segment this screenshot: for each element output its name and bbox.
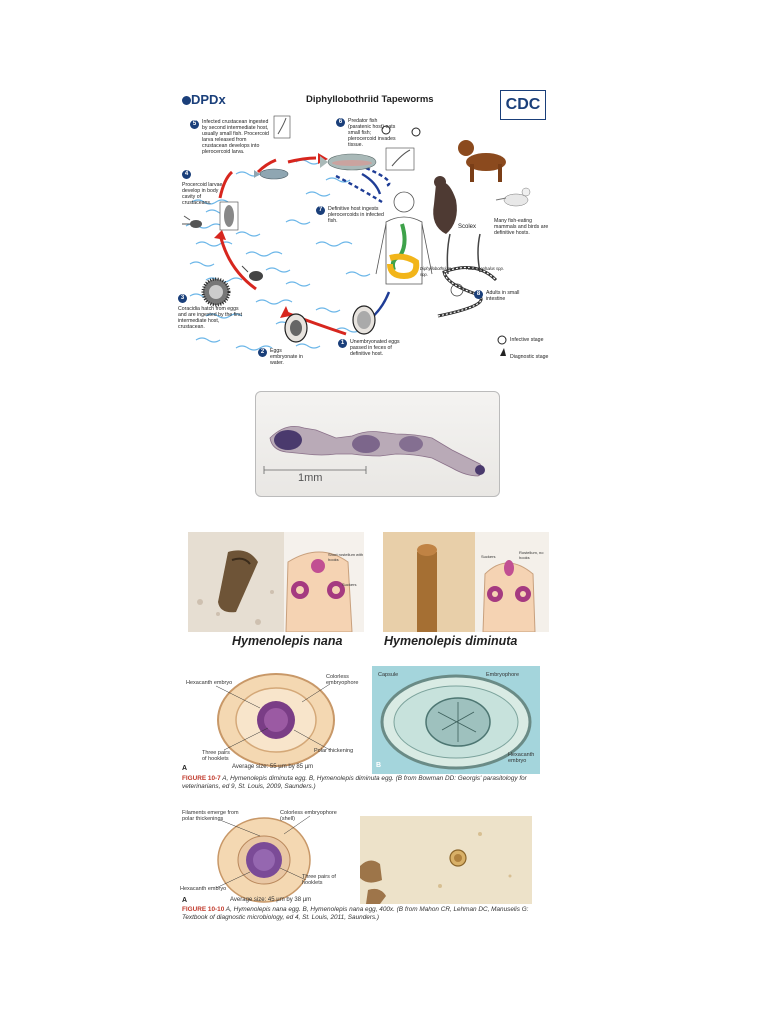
scale-bar-label: 1mm bbox=[298, 472, 323, 484]
step-1-text: Unembryonated eggs passed in feces of de… bbox=[350, 339, 400, 357]
crustacean bbox=[241, 265, 263, 281]
lifecycle-title: Diphyllobothriid Tapeworms bbox=[306, 94, 434, 105]
nana-colorless-embryophore-label: Colorless embryophore (shell) bbox=[280, 810, 337, 822]
dog bbox=[458, 140, 506, 182]
step-5-marker: 5 bbox=[190, 120, 199, 129]
nana-size-label: Average size: 45 µm by 38 µm bbox=[230, 897, 312, 903]
h-diminuta-egg-diagram: Hexacanth embryo Colorless embryophore T… bbox=[180, 666, 372, 774]
h-diminuta-rostellum-label: Rostellum, no hooks bbox=[519, 550, 544, 560]
diminuta-panel-b: B bbox=[376, 762, 382, 769]
scolex-b-label: Adenocephalus spp. bbox=[466, 266, 504, 271]
gull bbox=[495, 187, 531, 207]
filaments-label: Filaments emerge from polar thickenings bbox=[182, 810, 239, 822]
unembryonated-egg bbox=[352, 305, 376, 335]
figure-10-10-text: A, Hymenolepis nana egg. B, Hymenolepis … bbox=[182, 906, 529, 921]
nana-hooklets-label: Three pairs of hooklets bbox=[302, 874, 336, 886]
lifecycle-artwork bbox=[182, 115, 531, 356]
h-nana-scolex-art bbox=[188, 532, 353, 633]
step-7-text: Definitive host ingests plerocercoids in… bbox=[328, 206, 384, 224]
step-6-marker: 6 bbox=[336, 118, 345, 127]
h-nana-egg-diagram: Filaments emerge from polar thickenings … bbox=[180, 808, 356, 908]
h-diminuta-egg-art bbox=[215, 673, 335, 767]
dashed-arrow-7 bbox=[365, 166, 391, 188]
legend-infective: Infective stage bbox=[510, 337, 544, 343]
scolex-a-label: Diphyllobothrium spp. bbox=[420, 266, 452, 277]
copepod bbox=[182, 215, 202, 228]
water-waves bbox=[185, 159, 373, 351]
predator-fish bbox=[320, 153, 377, 171]
step-2-marker: 2 bbox=[258, 348, 267, 357]
colorless-embryophore-label: Colorless embryophore bbox=[326, 674, 359, 686]
capsule-label: Capsule bbox=[378, 672, 399, 678]
figure-10-10-number: FIGURE 10-10 bbox=[182, 906, 225, 913]
h-nana-egg-art bbox=[215, 815, 311, 903]
step-5-text: Infected crustacean ingested by second i… bbox=[202, 119, 269, 155]
h-diminuta-scolex-art bbox=[383, 532, 536, 633]
diminuta-panel-a: A bbox=[182, 765, 188, 772]
step-6-text: Predator fish (paratenic host) eats smal… bbox=[348, 118, 396, 148]
polar-thickening-label: Polar thickening bbox=[314, 748, 354, 754]
step-3-marker: 3 bbox=[178, 294, 187, 303]
hexacanth-b-label: Hexacanth embryo bbox=[508, 752, 535, 764]
diminuta-size-label: Average size: 55 µm by 85 µm bbox=[232, 764, 314, 770]
h-nana-scolex-panel: Short rostellum with hooks Suckers bbox=[188, 532, 364, 633]
step-8-text: Adults in small intestine bbox=[486, 290, 520, 302]
nana-hexacanth-label: Hexacanth embryo bbox=[180, 886, 227, 892]
h-diminuta-egg-micrograph: Capsule Embryophore Hexacanth embryo B bbox=[372, 666, 540, 774]
h-diminuta-micro-art bbox=[372, 666, 540, 774]
hexacanth-embryo-label: Hexacanth embryo bbox=[186, 680, 233, 686]
figure-10-10-caption: FIGURE 10-10 A, Hymenolepis nana egg. B,… bbox=[182, 906, 544, 922]
seal bbox=[433, 176, 457, 234]
human-host bbox=[375, 191, 433, 285]
step-4-text: Procercoid larvae develop in body cavity… bbox=[182, 182, 223, 206]
figure-10-7-number: FIGURE 10-7 bbox=[182, 775, 221, 782]
nana-panel-a: A bbox=[182, 897, 188, 904]
cycle-arrows bbox=[218, 156, 347, 336]
cdc-logo: CDC bbox=[500, 90, 546, 120]
h-nana-micro-art bbox=[360, 816, 532, 904]
dpdx-logo-text: DPDx bbox=[191, 92, 226, 107]
step-4-marker: 4 bbox=[182, 170, 191, 179]
definitive-hosts-note: Many fish-eating mammals and birds are d… bbox=[494, 218, 549, 236]
step-7-marker: 7 bbox=[316, 206, 325, 215]
step-8-marker: 8 bbox=[474, 290, 483, 299]
small-fish bbox=[254, 168, 289, 180]
embryophore-label: Embryophore bbox=[486, 672, 520, 678]
embryonated-egg bbox=[284, 313, 308, 343]
tapeworm-micrograph: 1mm bbox=[255, 391, 500, 497]
h-nana-rostellum-label: Short rostellum with hooks bbox=[328, 552, 364, 562]
h-diminuta-scolex-panel: Suckers Rostellum, no hooks bbox=[383, 532, 549, 633]
step-3-text: Coracidia hatch from eggs and are ingest… bbox=[178, 306, 243, 330]
h-diminuta-title: Hymenolepis diminuta bbox=[384, 634, 518, 648]
figure-10-7-caption: FIGURE 10-7 A, Hymenolepis diminuta egg.… bbox=[182, 775, 544, 791]
proglottid-specimen bbox=[263, 425, 485, 477]
figure-10-7-text: A, Hymenolepis diminuta egg. B, Hymenole… bbox=[182, 775, 527, 790]
h-nana-suckers-label: Suckers bbox=[342, 582, 357, 587]
step-2-text: Eggs embryonate in water. bbox=[270, 348, 303, 366]
hooklets-label: Three pairs of hooklets bbox=[202, 750, 230, 762]
h-diminuta-suckers-label: Suckers bbox=[481, 554, 496, 559]
h-nana-title: Hymenolepis nana bbox=[232, 634, 343, 648]
scolex-label: Scolex bbox=[458, 224, 477, 230]
step-1-marker: 1 bbox=[338, 339, 347, 348]
legend-diagnostic: Diagnostic stage bbox=[510, 354, 549, 360]
dpdx-logo: DPDx bbox=[182, 92, 226, 107]
lifecycle-diagram: DPDx Diphyllobothriid Tapeworms CDC 5 In… bbox=[176, 84, 562, 374]
coracidium bbox=[201, 277, 231, 307]
h-nana-egg-micrograph bbox=[360, 816, 532, 904]
